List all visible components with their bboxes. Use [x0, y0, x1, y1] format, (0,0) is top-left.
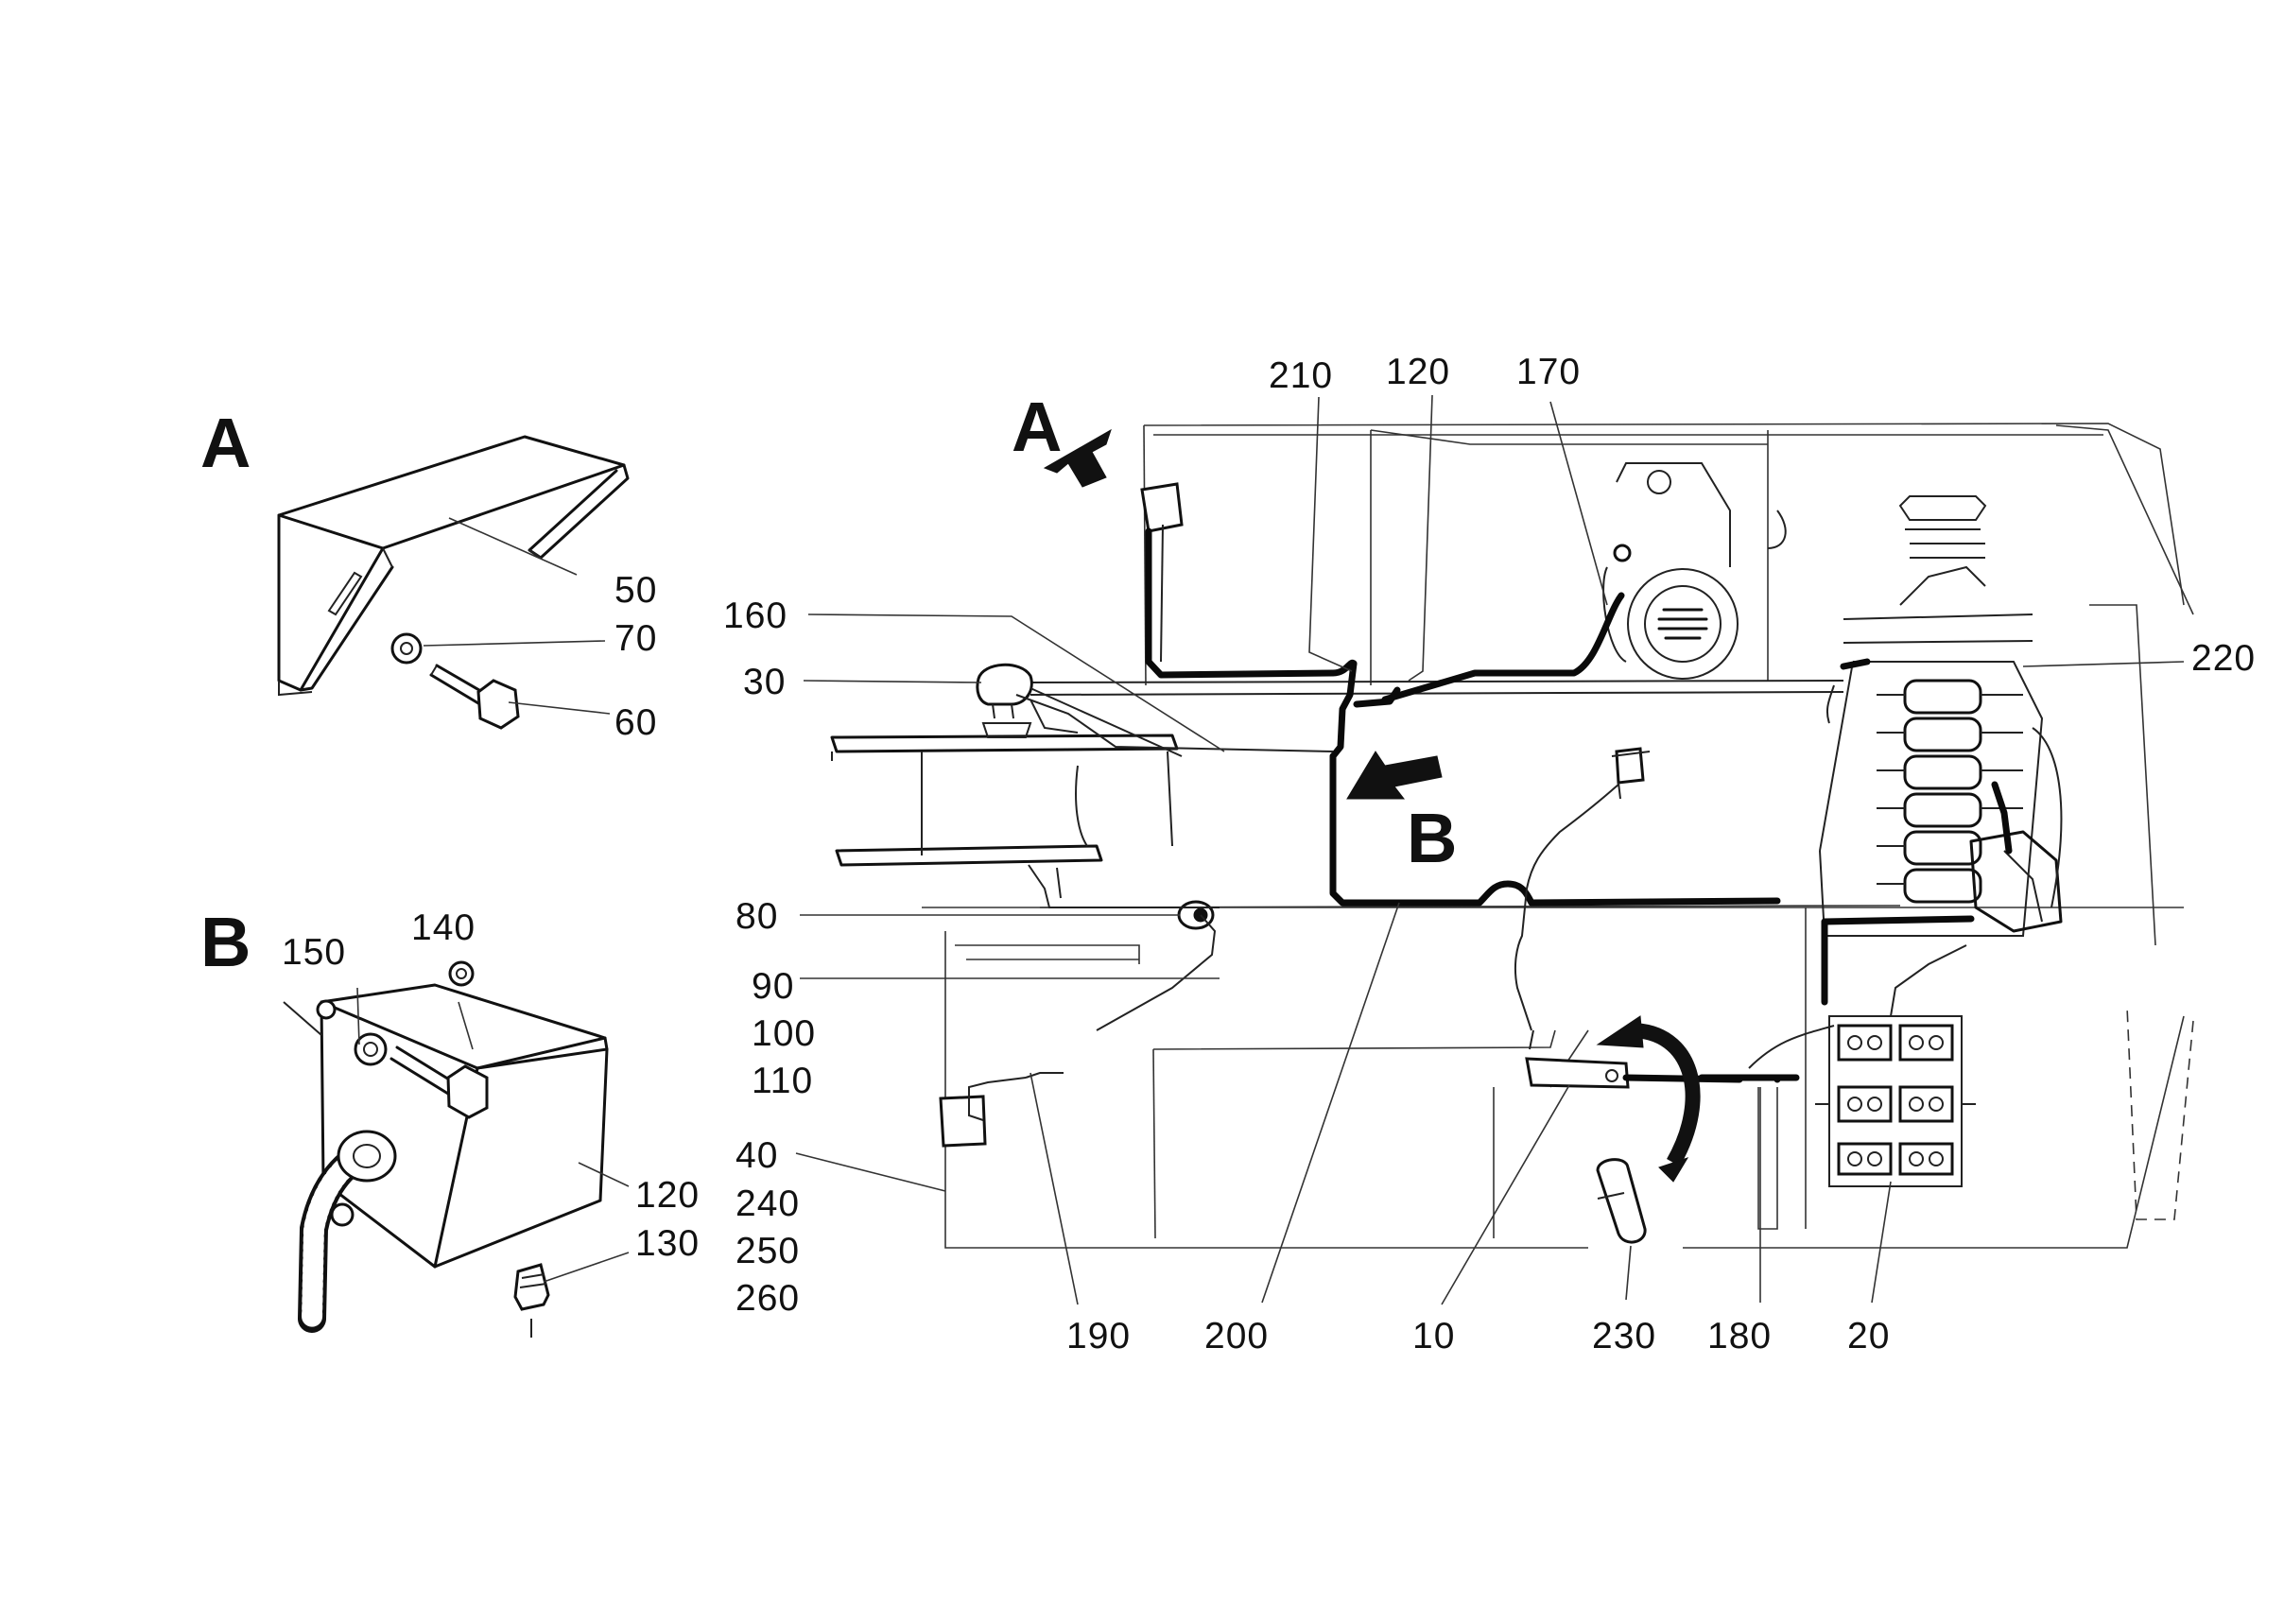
callout-100: 100 — [752, 1013, 817, 1054]
callout-190: 190 — [1066, 1316, 1132, 1356]
wiring-harness — [1145, 527, 2013, 1183]
detail-b-screw — [283, 1001, 489, 1119]
box-40 — [939, 1095, 987, 1148]
clamp-10 — [1525, 1029, 1630, 1089]
detail-b-box — [316, 960, 609, 1269]
callout-90: 90 — [752, 966, 795, 1007]
view-arrow-a — [1043, 428, 1112, 488]
detail-b-hose — [298, 1130, 397, 1333]
callout-140: 140 — [411, 907, 476, 948]
callout-160: 160 — [723, 596, 788, 636]
callout-70: 70 — [614, 618, 658, 659]
detail-b-plug — [513, 1263, 550, 1338]
detail-a-bracket — [277, 435, 630, 697]
callout-260: 260 — [735, 1278, 801, 1319]
callout-220: 220 — [2191, 638, 2257, 679]
detail-a-label: A — [200, 404, 251, 482]
callout-230: 230 — [1592, 1316, 1657, 1356]
fuse-stack — [1903, 679, 1982, 904]
callout-120-detail: 120 — [635, 1175, 701, 1216]
rail-assembly — [1028, 699, 1220, 908]
view-a-arrow-label: A — [1012, 388, 1063, 466]
relay-panel — [1815, 1015, 1976, 1187]
callout-80: 80 — [735, 896, 779, 937]
callout-170: 170 — [1516, 352, 1582, 392]
callout-10: 10 — [1412, 1316, 1456, 1356]
callout-20: 20 — [1847, 1316, 1891, 1356]
callout-120-main: 120 — [1386, 352, 1451, 392]
callout-150: 150 — [282, 932, 347, 973]
callout-30: 30 — [743, 662, 787, 702]
signal-wires — [968, 524, 2063, 1121]
detail-b-label: B — [200, 903, 251, 981]
box-upper-left — [1140, 482, 1184, 533]
connector-center — [1611, 747, 1651, 800]
callout-200: 200 — [1204, 1316, 1270, 1356]
callout-40: 40 — [735, 1135, 779, 1176]
callout-240: 240 — [735, 1183, 801, 1224]
machine-frame — [830, 423, 2194, 1249]
connector-30 — [976, 663, 1033, 738]
callout-50: 50 — [614, 570, 658, 611]
callout-210: 210 — [1269, 355, 1334, 396]
leader-lines — [356, 394, 2185, 1305]
callout-180: 180 — [1707, 1316, 1773, 1356]
callout-130: 130 — [635, 1223, 701, 1264]
plug-230 — [1596, 1158, 1647, 1244]
callout-110: 110 — [752, 1061, 814, 1101]
detail-a-hardware — [390, 632, 520, 730]
callout-250: 250 — [735, 1231, 801, 1271]
callout-60: 60 — [614, 702, 658, 743]
terminal-tower — [1819, 495, 2063, 937]
motor-assembly — [1602, 462, 1787, 680]
view-arrow-b — [1346, 751, 1443, 800]
view-b-arrow-label: B — [1407, 799, 1458, 877]
